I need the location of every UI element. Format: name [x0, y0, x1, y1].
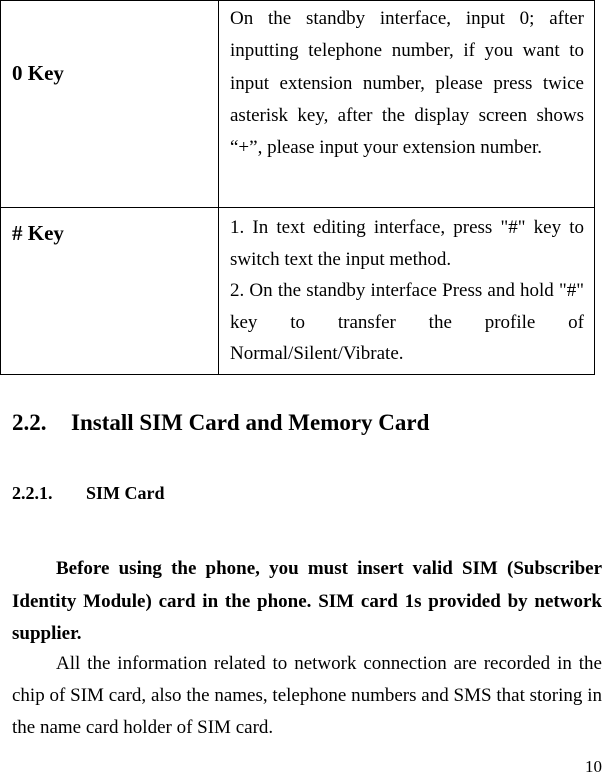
section-heading: 2.2. Install SIM Card and Memory Card — [12, 410, 429, 436]
key-label: # Key — [12, 221, 64, 245]
body-paragraph-sim-requirement: Before using the phone, you must insert … — [12, 558, 602, 644]
subsection-heading: 2.2.1. SIM Card — [12, 483, 165, 504]
key-cell: 0 Key — [0, 0, 219, 208]
key-cell: # Key — [0, 207, 219, 375]
key-description-item-1: 1. In text editing interface, press "#" … — [230, 217, 584, 270]
key-description: On the standby interface, input 0; after… — [230, 8, 584, 159]
description-cell: On the standby interface, input 0; after… — [218, 0, 595, 208]
key-description-item-2: 2. On the standby interface Press and ho… — [230, 280, 584, 364]
page-number: 10 — [585, 757, 602, 776]
subsection-number: 2.2.1. — [12, 483, 53, 503]
body-paragraph-sim-information: All the information related to network c… — [12, 653, 602, 738]
subsection-title: SIM Card — [86, 483, 165, 503]
key-label: 0 Key — [12, 61, 64, 85]
section-title: Install SIM Card and Memory Card — [71, 410, 430, 435]
table-row-0-key: 0 Key On the standby interface, input 0;… — [0, 0, 595, 208]
table-row-hash-key: # Key 1. In text editing interface, pres… — [0, 207, 595, 375]
description-cell: 1. In text editing interface, press "#" … — [218, 207, 595, 375]
section-number: 2.2. — [12, 410, 47, 435]
key-function-table: 0 Key On the standby interface, input 0;… — [0, 0, 595, 375]
